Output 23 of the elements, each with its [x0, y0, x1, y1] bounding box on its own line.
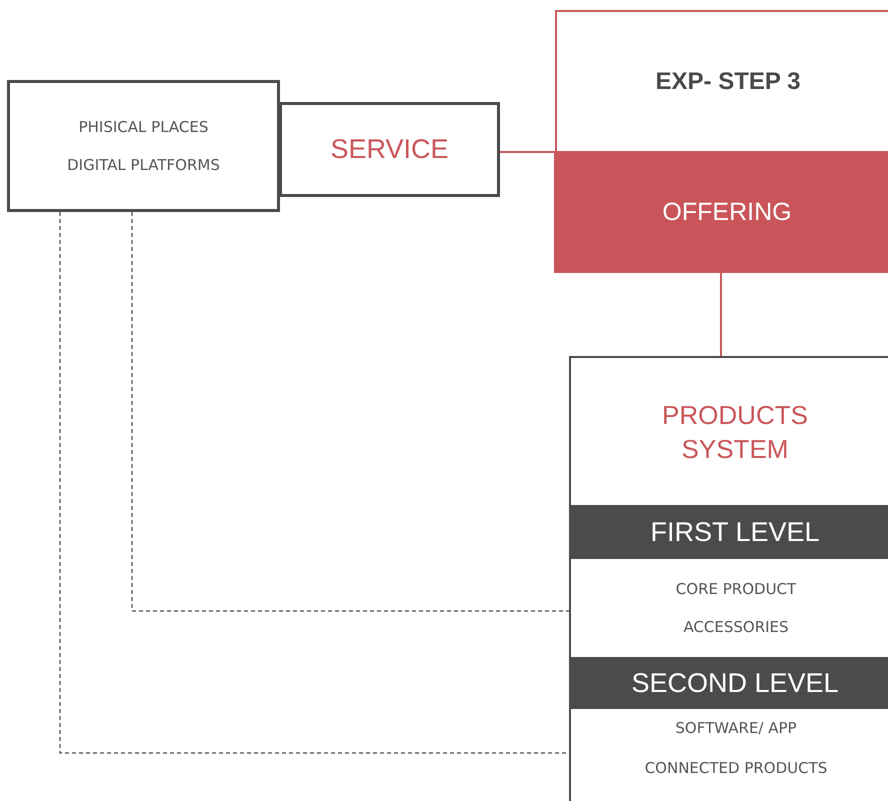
step-box	[555, 10, 888, 152]
item-label: CORE PRODUCT	[676, 580, 796, 598]
item-label: CONNECTED PRODUCTS	[644, 759, 828, 777]
connector-line	[500, 151, 555, 153]
channel-box	[7, 80, 280, 212]
channel-label: PHISICAL PLACES	[78, 118, 208, 136]
step-title: EXP- STEP 3	[656, 68, 800, 96]
level-title: SECOND LEVEL	[631, 668, 839, 698]
level-band	[569, 505, 888, 559]
products-title: PRODUCTS SYSTEM	[661, 398, 809, 466]
item-label: ACCESSORIES	[683, 618, 789, 636]
products-box	[569, 356, 888, 505]
service-title: SERVICE	[330, 134, 449, 165]
dashed-connector	[59, 212, 569, 754]
channel-label: DIGITAL PLATFORMS	[67, 156, 220, 174]
connector-line	[720, 273, 722, 356]
level-band	[569, 657, 888, 709]
level-title: FIRST LEVEL	[650, 516, 820, 548]
service-box	[280, 102, 500, 197]
item-label: SOFTWARE/ APP	[675, 719, 797, 737]
offering-box	[554, 151, 888, 273]
offering-title: OFFERING	[662, 198, 792, 226]
dashed-connector	[131, 212, 569, 612]
